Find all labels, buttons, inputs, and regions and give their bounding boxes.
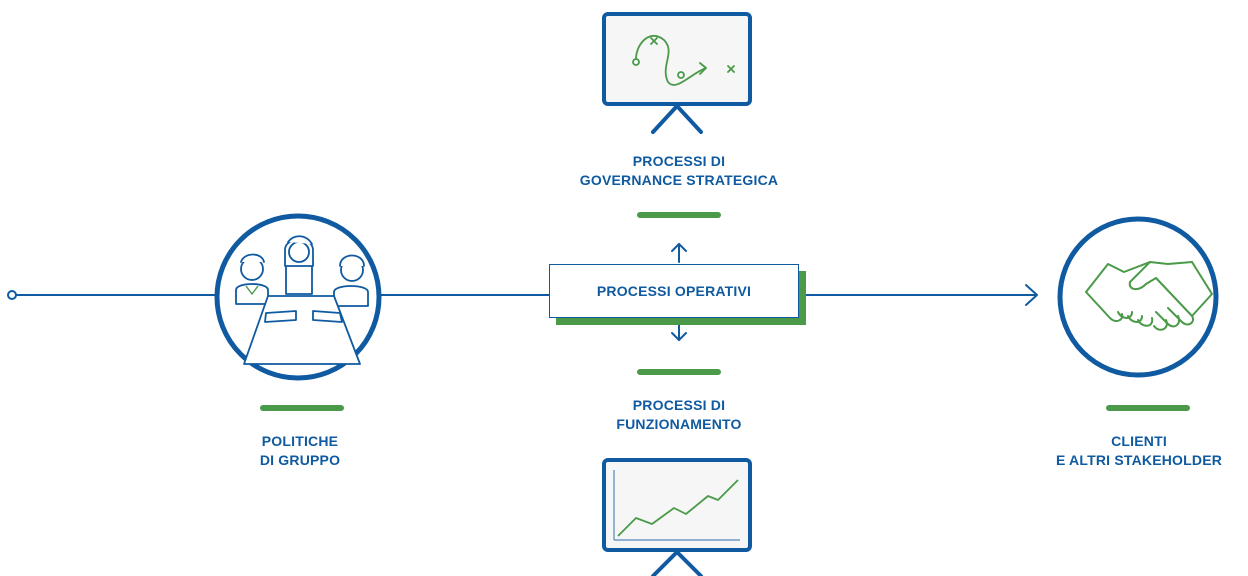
green-bar-right	[1106, 405, 1190, 411]
green-bar-top	[637, 212, 721, 218]
green-bar-mid	[637, 369, 721, 375]
team-meeting-icon	[214, 213, 382, 381]
growth-chart-board-icon	[602, 458, 752, 576]
handshake-icon	[1057, 216, 1219, 378]
clients-stakeholders-line1: CLIENTI	[1111, 433, 1167, 449]
group-policies-line2: DI GRUPPO	[259, 452, 341, 468]
clients-stakeholders-label: CLIENTI E ALTRI STAKEHOLDER	[1030, 432, 1248, 470]
strategic-governance-label: PROCESSI DI GOVERNANCE STRATEGICA	[524, 152, 834, 190]
flow-arrow-head	[1025, 284, 1038, 306]
group-policies-label: POLITICHE DI GRUPPO	[200, 432, 400, 470]
operational-processes-label: PROCESSI OPERATIVI	[596, 283, 752, 299]
functioning-processes-line1: PROCESSI DI	[632, 397, 726, 413]
strategy-board-icon	[602, 12, 752, 134]
green-bar-left	[260, 405, 344, 411]
strategic-governance-line1: PROCESSI DI	[632, 153, 726, 169]
clients-stakeholders-line2: E ALTRI STAKEHOLDER	[1055, 452, 1223, 468]
operational-processes-box: PROCESSI OPERATIVI	[549, 264, 799, 318]
strategic-governance-line2: GOVERNANCE STRATEGICA	[579, 172, 779, 188]
flow-start-dot	[7, 290, 17, 300]
functioning-processes-line2: FUNZIONAMENTO	[616, 416, 742, 432]
group-policies-line1: POLITICHE	[261, 433, 339, 449]
functioning-processes-label: PROCESSI DI FUNZIONAMENTO	[524, 396, 834, 434]
